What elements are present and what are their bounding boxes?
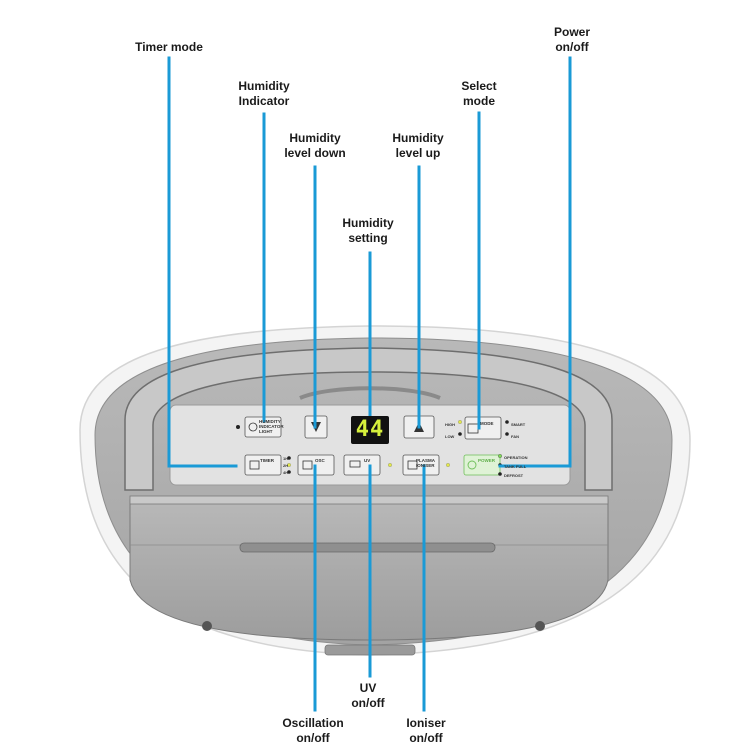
uv-text: UV (364, 458, 371, 463)
mode-text: MODE (480, 421, 494, 426)
status-labels: OPERATION TANK FULL DEFROST (504, 455, 528, 478)
callout-power: Power on/off (553, 25, 590, 54)
callout-ioniser: Ioniser on/off (406, 716, 446, 745)
mode-left-labels: HIGH LOW (445, 422, 455, 439)
callout-oscillation: Oscillation on/off (282, 716, 344, 745)
uv-button (343, 454, 381, 476)
callout-uv: UV on/off (351, 681, 385, 710)
timer-levels: 1H 2H 4H (283, 456, 289, 475)
callout-humidity-level-down: Humidity level down (284, 131, 346, 160)
timer-text: TIMER (260, 458, 274, 463)
callout-line-power (498, 56, 572, 468)
ioniser-button (402, 454, 440, 476)
timer-button (244, 454, 282, 476)
callout-humidity-level-up: Humidity level up (392, 131, 444, 160)
callout-line-timer (167, 56, 238, 468)
power-text: POWER (478, 458, 496, 463)
humidity-indicator-text: HUMIDITY INDICATOR LIGHT (259, 419, 284, 434)
callout-select-mode: Select mode (461, 79, 497, 108)
mode-right-labels: SMART FAN (511, 422, 526, 439)
lid-grip (239, 542, 496, 553)
carry-handle (124, 347, 613, 491)
callout-humidity-indicator: Humidity Indicator (238, 79, 290, 108)
callout-timer-mode: Timer mode (135, 40, 203, 54)
callout-humidity-setting: Humidity setting (342, 216, 394, 245)
mode-button (464, 416, 502, 440)
humidity-display: 44 (351, 416, 389, 444)
osc-text: OSC (315, 458, 325, 463)
ioniser-text: PLASMA IONISER (416, 458, 435, 468)
